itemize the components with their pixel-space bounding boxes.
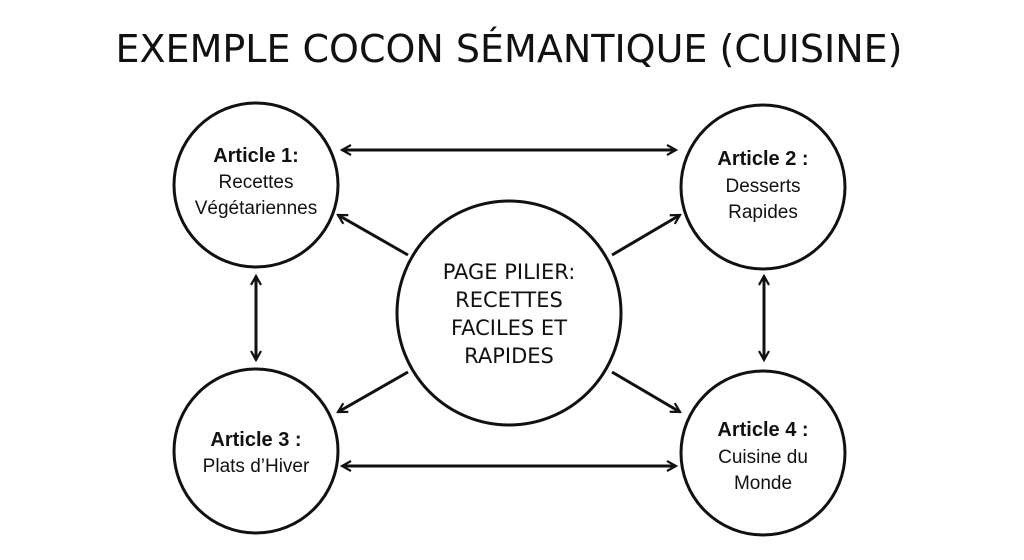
arrow-pillar-article2 bbox=[611, 213, 680, 257]
pillar-line: RECETTES bbox=[455, 288, 563, 312]
pillar-line: RAPIDES bbox=[464, 344, 554, 368]
article-heading: Article 2 : bbox=[717, 148, 808, 170]
article-line: Cuisine du bbox=[718, 447, 808, 468]
node-pillar-page: PAGE PILIER: RECETTES FACILES ET RAPIDES bbox=[395, 199, 623, 427]
pillar-line: PAGE PILIER: bbox=[443, 260, 576, 284]
node-article-4: Article 4 : Cuisine du Monde bbox=[679, 369, 847, 537]
article-line: Desserts bbox=[726, 176, 801, 197]
connectors bbox=[256, 150, 764, 466]
pillar-circle bbox=[395, 199, 623, 427]
article-heading: Article 1: bbox=[213, 145, 299, 167]
node-circle bbox=[172, 101, 340, 269]
article-line: Recettes bbox=[219, 172, 294, 193]
arrow-pillar-article4 bbox=[611, 370, 680, 414]
node-circle bbox=[679, 369, 847, 537]
arrow-pillar-article1 bbox=[338, 213, 409, 257]
article-heading: Article 4 : bbox=[717, 419, 808, 441]
article-line: Végétariennes bbox=[195, 198, 318, 219]
article-line: Monde bbox=[734, 473, 792, 494]
article-line: Plats d’Hiver bbox=[203, 456, 310, 477]
diagram-title: EXEMPLE COCON SÉMANTIQUE (CUISINE) bbox=[116, 27, 903, 71]
node-circle bbox=[172, 367, 340, 535]
article-line: Rapides bbox=[728, 202, 798, 223]
arrow-pillar-article3 bbox=[338, 370, 409, 414]
node-article-3: Article 3 : Plats d’Hiver bbox=[172, 367, 340, 535]
node-circle bbox=[679, 103, 847, 271]
node-article-2: Article 2 : Desserts Rapides bbox=[679, 103, 847, 271]
pillar-line: FACILES ET bbox=[451, 316, 567, 340]
node-article-1: Article 1: Recettes Végétariennes bbox=[172, 101, 340, 269]
article-heading: Article 3 : bbox=[210, 429, 301, 451]
